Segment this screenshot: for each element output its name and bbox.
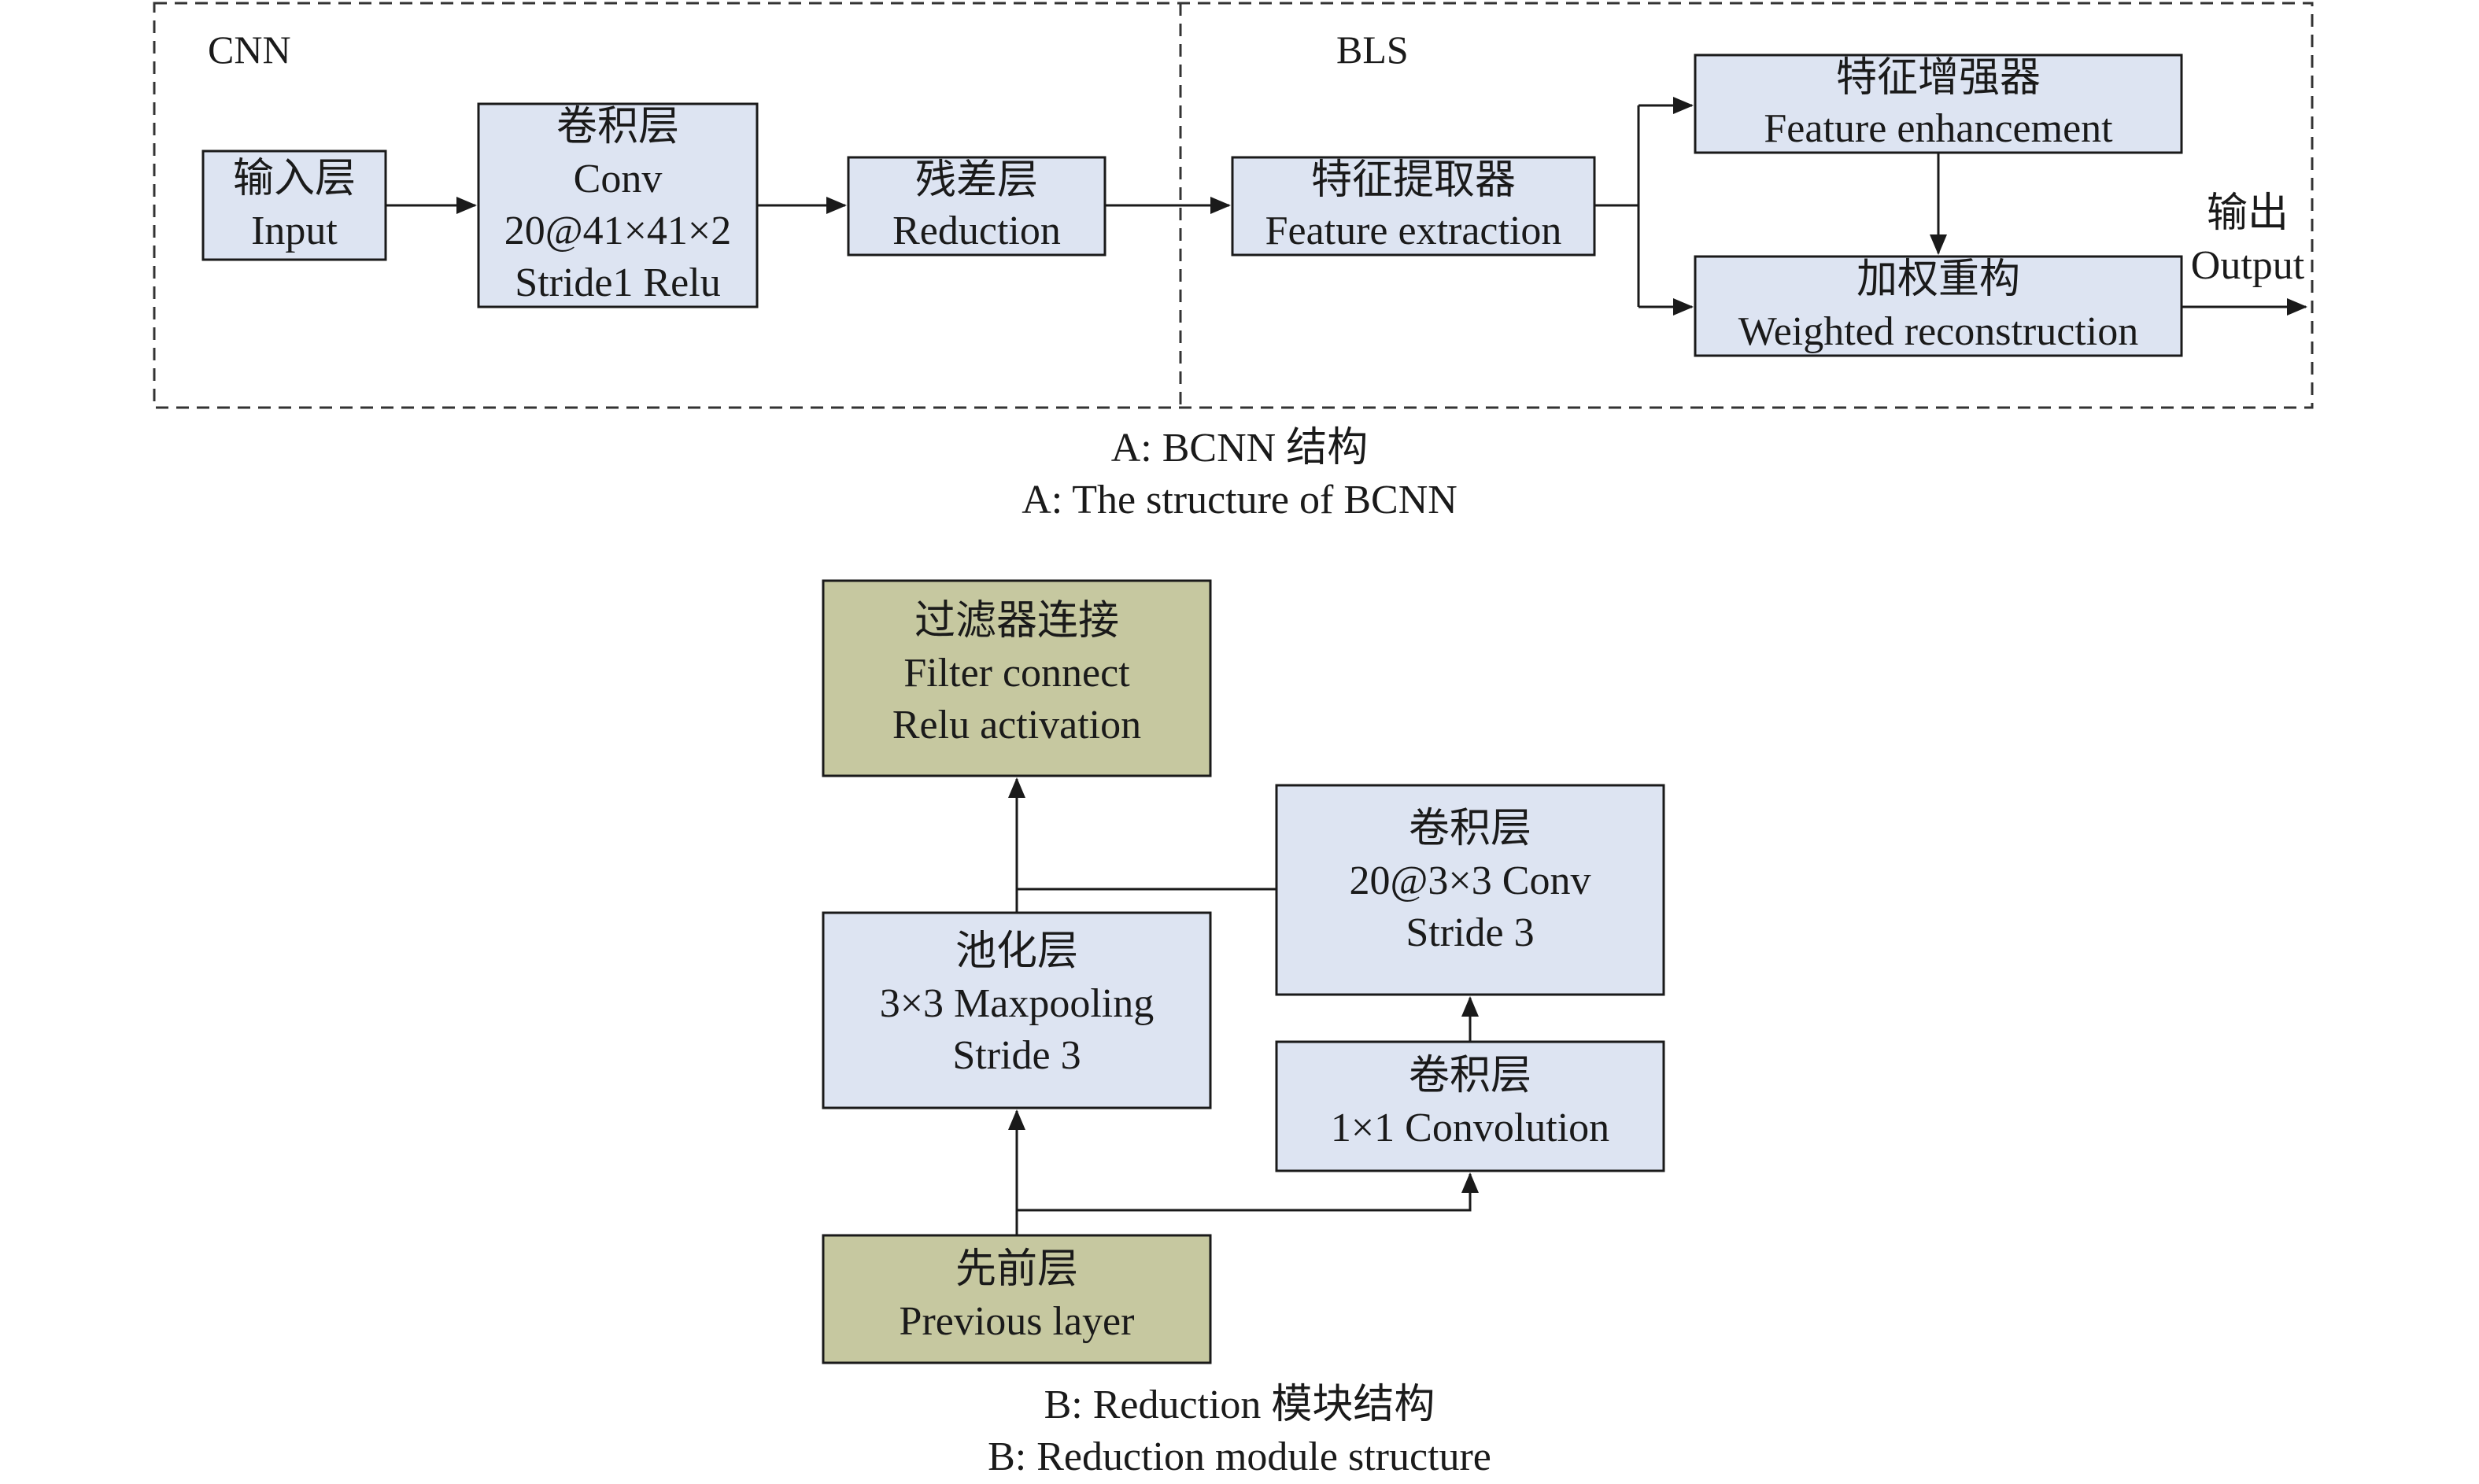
previous-zh-label: 先前层 <box>955 1247 1078 1292</box>
conv-layer-box: 卷积层 Conv 20@41×41×2 Stride1 Relu <box>477 102 759 308</box>
conv3x3-line2: 20@3×3 Conv <box>1350 858 1591 903</box>
panel-b-caption-en: B: Reduction module structure <box>988 1434 1491 1479</box>
conv1x1-box: 卷积层 1×1 Convolution <box>1275 1040 1665 1172</box>
panel-b-caption-zh: B: Reduction 模块结构 <box>1044 1382 1435 1427</box>
feature-enhancement-en-label: Feature enhancement <box>1764 106 2113 151</box>
filter-connect-zh-label: 过滤器连接 <box>914 599 1119 644</box>
input-layer-box: 输入层 Input <box>201 150 387 261</box>
pooling-zh-label: 池化层 <box>955 929 1078 974</box>
weighted-reconstruction-zh-label: 加权重构 <box>1856 257 2020 302</box>
output-zh-label: 输出 <box>2207 191 2289 236</box>
panel-a-caption-zh: A: BCNN 结构 <box>1111 426 1368 471</box>
panel-a: CNN BLS 输入层 Input 卷积层 Conv 20@41×41×2 St… <box>153 2 2314 522</box>
reduction-en-label: Reduction <box>892 209 1061 253</box>
pooling-line2: 3×3 Maxpooling <box>880 981 1155 1026</box>
filter-connect-line2: Filter connect <box>903 651 1130 696</box>
input-zh-label: 输入层 <box>233 157 356 201</box>
feature-extraction-zh-label: 特征提取器 <box>1311 158 1516 203</box>
conv-line2: Conv <box>574 157 663 201</box>
feature-extraction-box: 特征提取器 Feature extraction <box>1231 156 1596 257</box>
conv-zh-label: 卷积层 <box>556 105 679 150</box>
arrow-previous-to-conv1x1 <box>1017 1172 1479 1212</box>
feature-enhancement-zh-label: 特征增强器 <box>1836 56 2041 101</box>
conv3x3-line3: Stride 3 <box>1406 910 1534 955</box>
input-en-label: Input <box>251 209 338 253</box>
conv1x1-line2: 1×1 Convolution <box>1331 1106 1609 1150</box>
bls-section-label: BLS <box>1336 28 1409 72</box>
filter-connect-line3: Relu activation <box>892 703 1141 748</box>
conv-line4: Stride1 Relu <box>515 260 720 305</box>
reduction-zh-label: 残差层 <box>915 158 1038 203</box>
output-en-label: Output <box>2191 243 2305 288</box>
reduction-layer-box: 残差层 Reduction <box>847 156 1106 257</box>
cnn-section-label: CNN <box>208 28 291 72</box>
pooling-line3: Stride 3 <box>952 1033 1081 1078</box>
previous-layer-box: 先前层 Previous layer <box>822 1234 1212 1364</box>
filter-connect-box: 过滤器连接 Filter connect Relu activation <box>822 579 1212 777</box>
feature-enhancement-box: 特征增强器 Feature enhancement <box>1694 54 2183 154</box>
panel-b: 过滤器连接 Filter connect Relu activation 卷积层… <box>822 579 1665 1479</box>
previous-en-label: Previous layer <box>900 1299 1135 1344</box>
conv3x3-box: 卷积层 20@3×3 Conv Stride 3 <box>1275 784 1665 996</box>
pooling-box: 池化层 3×3 Maxpooling Stride 3 <box>822 911 1212 1109</box>
panel-a-caption-en: A: The structure of BCNN <box>1022 478 1457 522</box>
outer-dashed-frame <box>153 2 2314 409</box>
weighted-reconstruction-box: 加权重构 Weighted reconstruction <box>1694 255 2183 357</box>
conv-line3: 20@41×41×2 <box>504 209 732 253</box>
conv3x3-zh-label: 卷积层 <box>1409 807 1531 851</box>
weighted-reconstruction-en-label: Weighted reconstruction <box>1738 309 2138 354</box>
conv1x1-zh-label: 卷积层 <box>1409 1054 1531 1098</box>
feature-extraction-en-label: Feature extraction <box>1265 209 1562 253</box>
